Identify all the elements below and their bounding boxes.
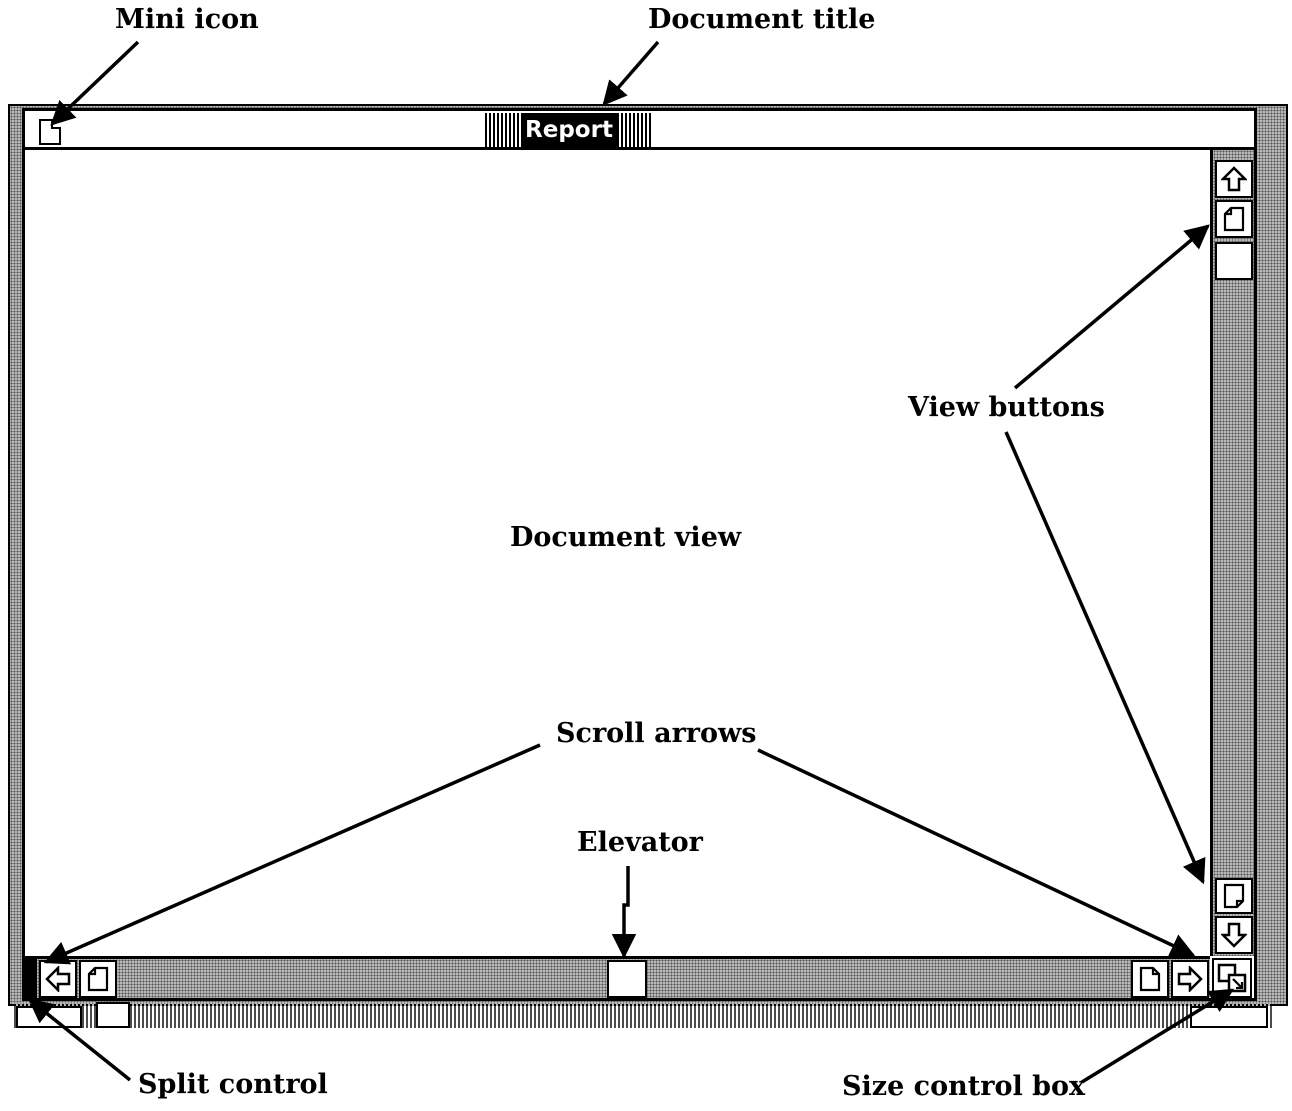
page-icon (87, 966, 109, 992)
page-icon (1139, 966, 1161, 992)
arrow-left-icon (45, 966, 71, 992)
callout-mini-icon: Mini icon (115, 4, 259, 35)
document-title-leader (602, 40, 660, 106)
document-view[interactable] (25, 150, 1210, 956)
callout-scroll-arrows: Scroll arrows (556, 718, 757, 749)
page-icon (1223, 206, 1245, 232)
mini-icon-leader (50, 40, 140, 126)
scroll-down-button[interactable] (1215, 916, 1253, 954)
scroll-right-button[interactable] (1171, 960, 1209, 998)
document-title: Report (521, 113, 617, 147)
view-buttons-leader-bottom (1004, 431, 1206, 885)
callout-elevator: Elevator (577, 827, 703, 858)
resize-icon (1217, 963, 1247, 993)
callout-size-control-box: Size control box (842, 1071, 1086, 1102)
callout-document-view: Document view (510, 522, 742, 553)
page-icon (1223, 883, 1245, 909)
view-button-right[interactable] (1131, 960, 1169, 998)
horizontal-scroll-bar[interactable] (25, 956, 1210, 998)
document-title-text: Report (525, 117, 613, 143)
desktop-strip (14, 1004, 1272, 1028)
size-control-box-leader (1081, 988, 1235, 1084)
split-control-leader (28, 998, 132, 1082)
view-buttons-leader-top (1013, 224, 1210, 390)
arrow-down-icon (1221, 922, 1247, 948)
title-hatch-left (485, 113, 521, 147)
title-bar[interactable]: Report (22, 108, 1257, 150)
elevator-leader (611, 866, 637, 959)
scroll-arrows-leader-right (757, 748, 1196, 957)
vertical-elevator[interactable] (1215, 242, 1253, 280)
arrow-up-icon (1221, 166, 1247, 192)
scroll-arrows-leader-left (43, 743, 541, 965)
vertical-scroll-bar[interactable] (1210, 150, 1254, 956)
scroll-left-button[interactable] (39, 960, 77, 998)
desktop-icon-grid (96, 1002, 130, 1028)
callout-document-title: Document title (648, 4, 876, 35)
split-control[interactable] (25, 959, 37, 998)
arrow-right-icon (1177, 966, 1203, 992)
view-button-bottom[interactable] (1215, 878, 1253, 914)
view-button-top[interactable] (1215, 200, 1253, 238)
callout-view-buttons: View buttons (908, 392, 1105, 423)
scroll-up-button[interactable] (1215, 160, 1253, 198)
title-hatch-right (617, 113, 653, 147)
elevator[interactable] (607, 960, 647, 998)
view-button-left[interactable] (79, 960, 117, 998)
callout-split-control: Split control (138, 1069, 328, 1100)
